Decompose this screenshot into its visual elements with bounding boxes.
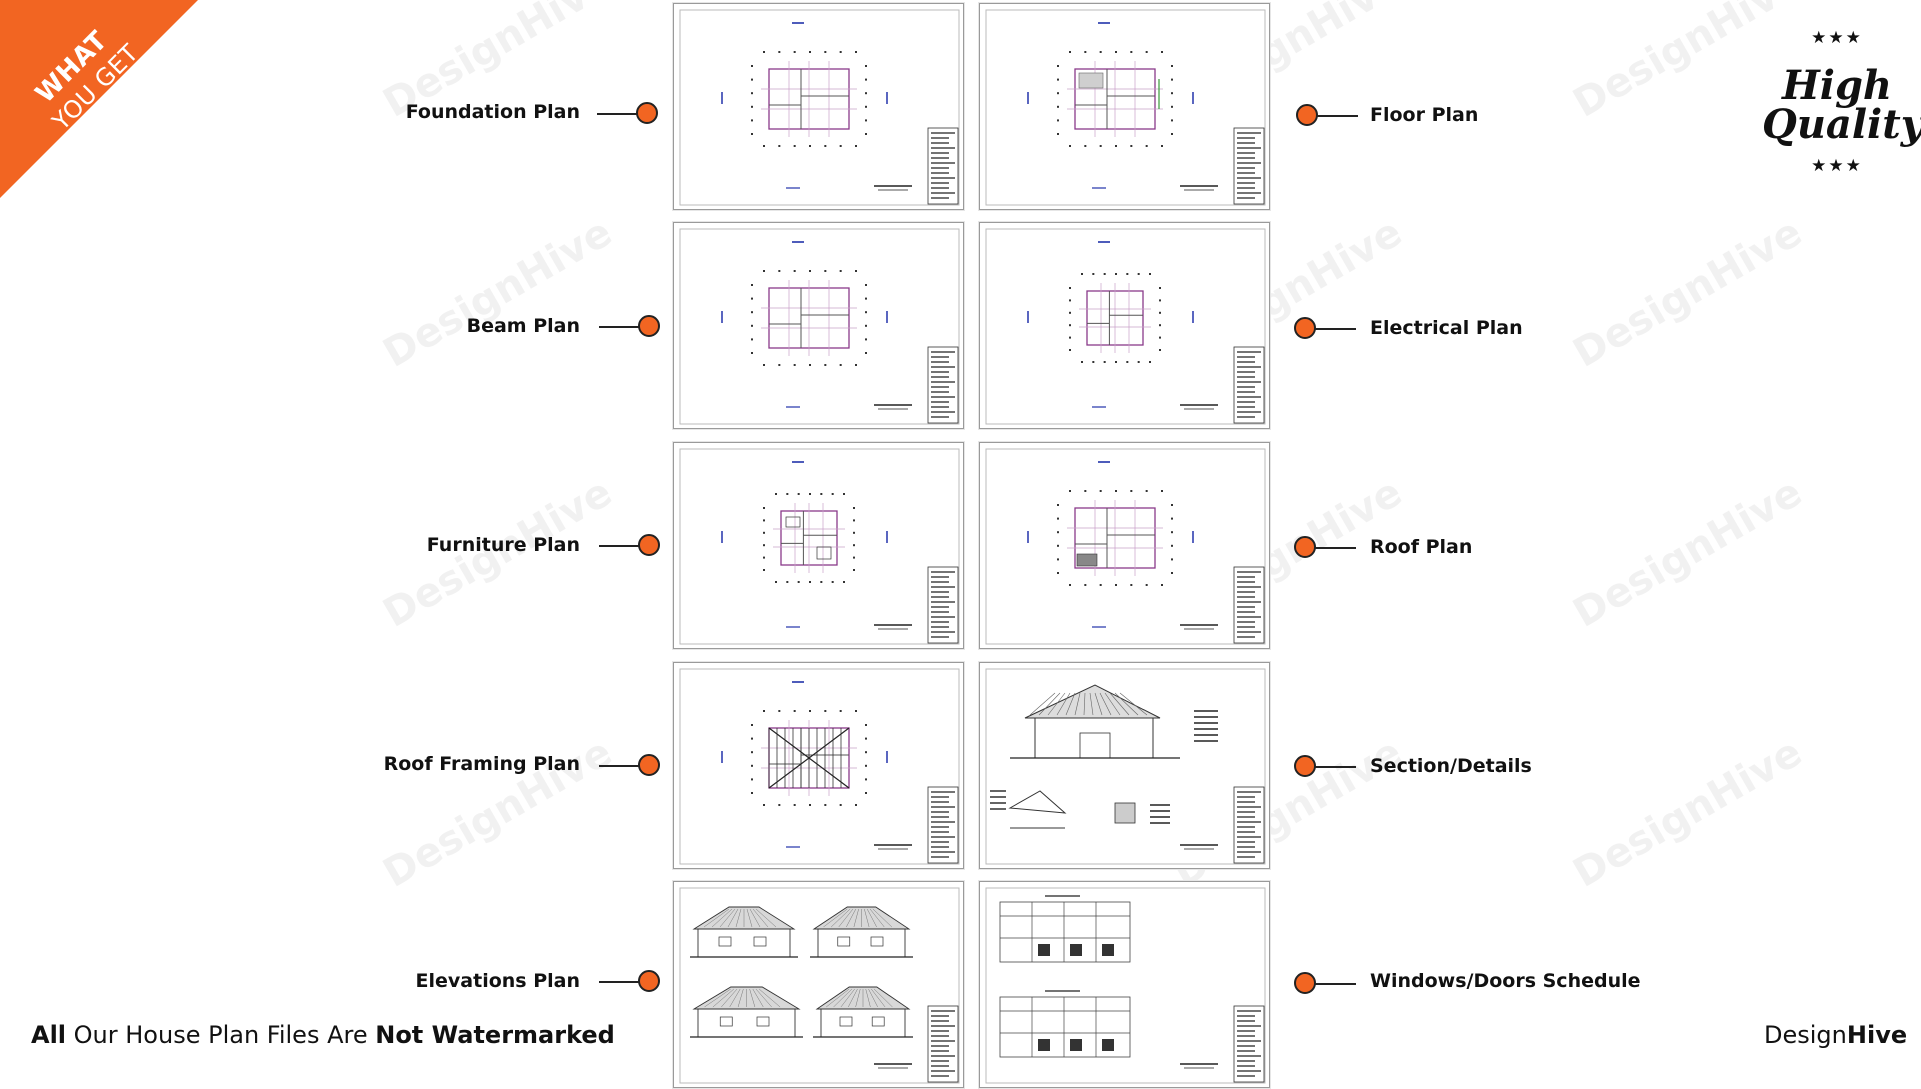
- cad-drawing: [679, 9, 960, 206]
- elevations-plan-thumbnail: [673, 881, 964, 1088]
- bullet-dot: [1294, 536, 1316, 558]
- cad-drawing: [985, 9, 1266, 206]
- connector-line: [1314, 547, 1356, 549]
- plan-label-roof-framing: Roof Framing Plan: [383, 753, 580, 775]
- brand-part1: Design: [1764, 1021, 1847, 1049]
- watermark: DesignHive: [1565, 469, 1810, 637]
- connector-line: [599, 981, 643, 983]
- connector-line: [1314, 766, 1356, 768]
- plan-label-beam: Beam Plan: [466, 315, 580, 337]
- connector-line: [599, 326, 643, 328]
- watermark: DesignHive: [1565, 729, 1810, 897]
- connector-line: [1316, 115, 1358, 117]
- roof-framing-plan-thumbnail: [673, 662, 964, 869]
- cad-drawing: [985, 887, 1266, 1084]
- connector-line: [1314, 983, 1356, 985]
- plan-label-furniture: Furniture Plan: [426, 534, 580, 556]
- stars-icon: ★★★: [1811, 156, 1863, 176]
- foundation-plan-thumbnail: [673, 3, 964, 210]
- cad-drawing: [985, 448, 1266, 645]
- watermark: DesignHive: [375, 209, 620, 377]
- cad-drawing: [985, 668, 1266, 865]
- bullet-dot: [638, 754, 660, 776]
- electrical-plan-thumbnail: [979, 222, 1270, 429]
- stars-icon: ★★★: [1811, 28, 1863, 48]
- connector-line: [599, 765, 643, 767]
- footer-not-watermarked: Not Watermarked: [375, 1021, 615, 1049]
- footer-all: All: [31, 1021, 67, 1049]
- plan-label-schedule: Windows/Doors Schedule: [1370, 970, 1641, 992]
- high-quality-badge: ★★★ High Quality ★★★: [1762, 28, 1921, 188]
- roof-plan-thumbnail: [979, 442, 1270, 649]
- bullet-dot: [1294, 317, 1316, 339]
- connector-line: [599, 545, 643, 547]
- cad-drawing: [679, 668, 960, 865]
- bullet-dot: [1296, 104, 1318, 126]
- floor-plan-thumbnail: [979, 3, 1270, 210]
- beam-plan-thumbnail: [673, 222, 964, 429]
- furniture-plan-thumbnail: [673, 442, 964, 649]
- bullet-dot: [636, 102, 658, 124]
- brand-part2: Hive: [1846, 1021, 1908, 1049]
- bullet-dot: [1294, 972, 1316, 994]
- windows-doors-schedule-thumbnail: [979, 881, 1270, 1088]
- cad-drawing: [679, 887, 960, 1084]
- cad-drawing: [985, 228, 1266, 425]
- connector-line: [1314, 328, 1356, 330]
- bullet-dot: [638, 534, 660, 556]
- footer-middle: Our House Plan Files Are: [66, 1021, 376, 1049]
- bullet-dot: [1294, 755, 1316, 777]
- cad-drawing: [679, 228, 960, 425]
- plan-label-roof: Roof Plan: [1370, 536, 1473, 558]
- plan-label-foundation: Foundation Plan: [405, 101, 580, 123]
- cad-drawing: [679, 448, 960, 645]
- quality-word2: Quality: [1762, 101, 1921, 148]
- what-you-get-badge: WHAT YOU GET: [0, 0, 200, 200]
- plan-label-electrical: Electrical Plan: [1370, 317, 1523, 339]
- section-details-thumbnail: [979, 662, 1270, 869]
- plan-label-floor: Floor Plan: [1370, 104, 1479, 126]
- watermark: DesignHive: [1565, 209, 1810, 377]
- footer-note: All Our House Plan Files Are Not Waterma…: [31, 1020, 615, 1050]
- connector-line: [597, 113, 641, 115]
- plan-label-section: Section/Details: [1370, 755, 1532, 777]
- plan-label-elevations: Elevations Plan: [415, 970, 580, 992]
- quality-word1: High: [1781, 62, 1893, 109]
- brand-logo: DesignHive: [1764, 1020, 1907, 1050]
- bullet-dot: [638, 315, 660, 337]
- bullet-dot: [638, 970, 660, 992]
